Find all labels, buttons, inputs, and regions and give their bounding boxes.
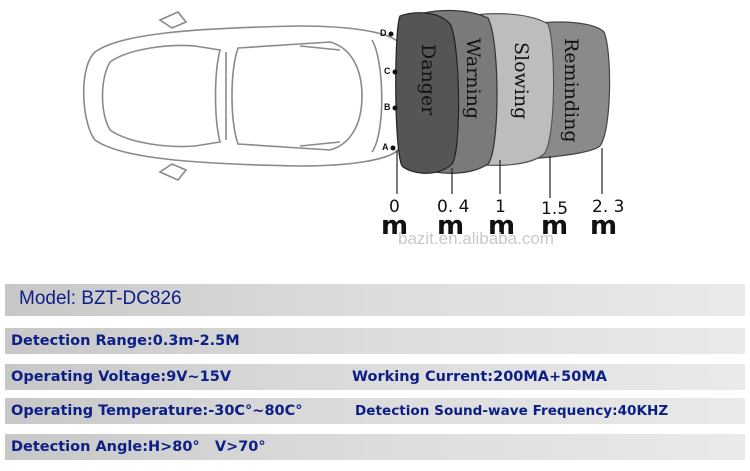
distance-value-1-5: 1.5 [541, 199, 568, 219]
distance-unit-2-3: m [590, 211, 617, 241]
spec-row-angle: Detection Angle:H>80° V>70° [5, 434, 745, 460]
sensor-label-d: D [380, 28, 387, 38]
sensor-label-a: A [382, 142, 389, 152]
sound-wave-frequency: Detection Sound-wave Frequency:40KHZ [355, 403, 669, 419]
sensor-dot-c [392, 69, 398, 75]
sensor-dot-b [392, 105, 398, 111]
zone-label-reminding: Reminding [560, 38, 582, 143]
sensor-label-c: C [384, 66, 391, 76]
working-current: Working Current:200MA+50MA [352, 369, 608, 385]
detection-angle: Detection Angle:H>80° V>70° [11, 439, 266, 455]
detection-range: Detection Range:0.3m-2.5M [11, 333, 240, 349]
operating-temperature: Operating Temperature:-30C°~80C° [11, 403, 303, 419]
distance-unit-0: m [381, 211, 408, 241]
model-band: Model: BZT-DC826 [5, 284, 745, 316]
zone-shape-danger [395, 12, 460, 174]
sensor-dot-a [390, 145, 396, 151]
distance-value-2-3: 2. 3 [592, 197, 624, 217]
zone-label-slowing: Slowing [510, 42, 532, 119]
distance-value-0-4: 0. 4 [437, 197, 469, 217]
zone-label-danger: Danger [417, 44, 439, 116]
spec-row-range: Detection Range:0.3m-2.5M [5, 328, 745, 354]
sensor-dots [388, 31, 398, 151]
zone-label-warning: Warning [462, 38, 484, 119]
spec-row-temperature-frequency: Operating Temperature:-30C°~80C° Detecti… [5, 398, 745, 424]
model-title: Model: BZT-DC826 [19, 288, 182, 309]
spec-row-voltage-current: Operating Voltage:9V~15V Working Current… [5, 364, 745, 390]
distance-unit-0-4: m [437, 211, 464, 241]
parking-sensor-diagram: A B C D Danger Warning Slowing Reminding… [82, 9, 624, 248]
distance-value-1: 1 [495, 197, 506, 217]
distance-unit-1: m [488, 211, 515, 241]
distance-markers [396, 148, 603, 198]
distance-unit-1-5: m [541, 211, 568, 241]
operating-voltage: Operating Voltage:9V~15V [11, 369, 232, 385]
watermark: bazit.en.alibaba.com [398, 229, 554, 248]
car-outline [82, 11, 404, 181]
sensor-dot-d [388, 31, 394, 37]
sensor-label-b: B [384, 102, 391, 112]
distance-value-0: 0 [389, 197, 400, 217]
